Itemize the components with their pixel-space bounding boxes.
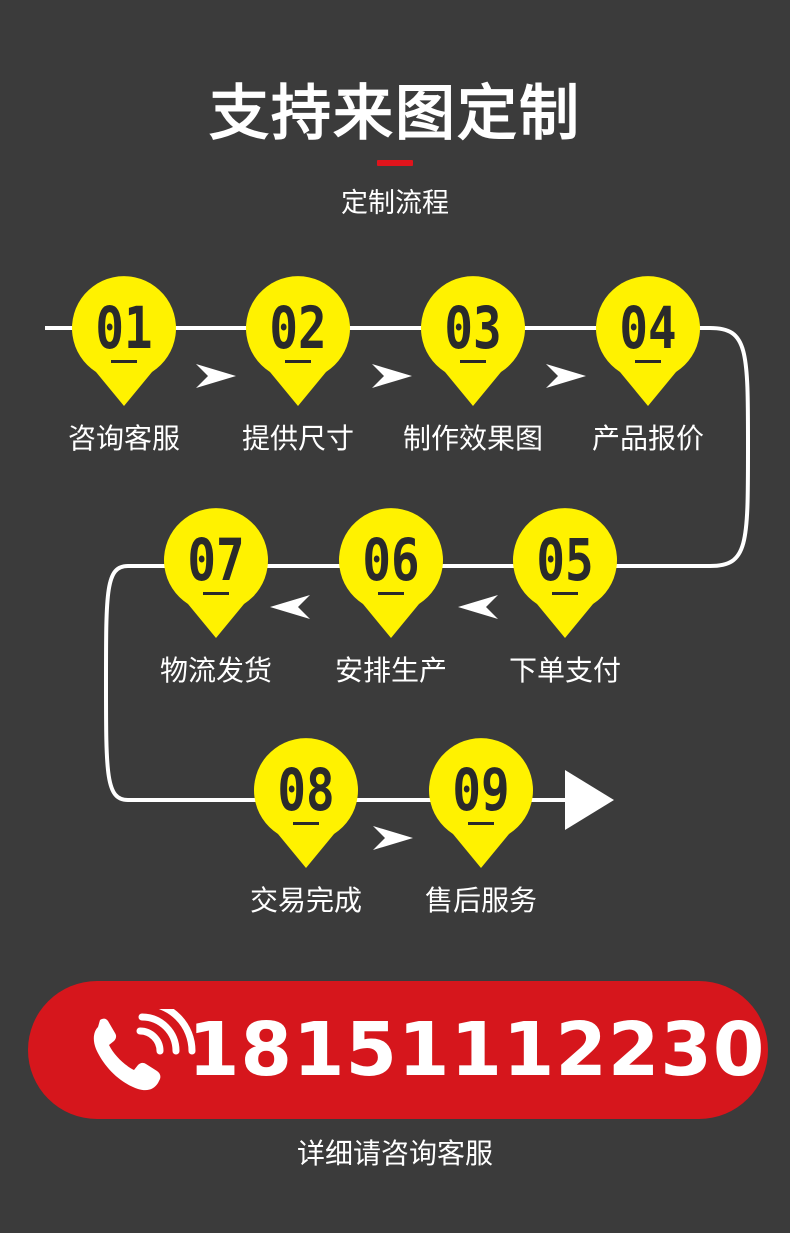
process-step-07: 07 物流发货: [160, 508, 272, 687]
process-step-02: 02 提供尺寸: [242, 276, 354, 455]
step-number: 02: [269, 294, 326, 362]
step-arrow-icon: [373, 826, 413, 850]
map-pin-icon: [245, 276, 350, 406]
process-step-03: 03 制作效果图: [403, 276, 543, 455]
step-label: 安排生产: [335, 654, 447, 687]
step-number: 09: [452, 756, 509, 824]
title-underline: [377, 160, 413, 166]
step-number: 04: [619, 294, 676, 362]
step-label: 物流发货: [160, 654, 272, 687]
step-arrow-icon: [270, 595, 310, 619]
map-pin-icon: [72, 276, 177, 406]
step-arrow-icon: [372, 364, 412, 388]
step-number: 05: [536, 526, 593, 594]
map-pin-icon: [339, 508, 443, 638]
phone-number[interactable]: 18151112230: [188, 1007, 766, 1093]
map-pin-icon: [596, 276, 701, 406]
process-step-04: 04 产品报价: [592, 276, 704, 455]
step-number-underline: [293, 822, 319, 825]
step-number-underline: [203, 592, 229, 595]
step-arrow-icon: [546, 364, 586, 388]
step-number-underline: [460, 360, 486, 363]
flow-track: [45, 326, 750, 802]
step-number: 01: [95, 294, 152, 362]
step-number: 06: [362, 526, 419, 594]
map-pin-icon: [254, 738, 359, 868]
step-arrow-icon: [458, 595, 498, 619]
map-pin-icon: [163, 508, 268, 638]
step-label: 下单支付: [509, 654, 621, 687]
map-pin-icon: [429, 738, 533, 868]
step-label: 咨询客服: [68, 422, 180, 455]
step-number: 03: [444, 294, 501, 362]
step-label: 制作效果图: [403, 422, 543, 455]
page-title: 支持来图定制: [209, 79, 581, 149]
process-flow: 01 咨询客服 02 提供尺寸 03 制作效果图 04 产品报价 05 下单支付 06 安排生产 07 物…: [45, 276, 750, 917]
contact-pill[interactable]: 18151112230: [28, 981, 768, 1119]
process-step-09: 09 售后服务: [425, 738, 537, 917]
step-label: 提供尺寸: [242, 422, 354, 455]
page-subtitle: 定制流程: [341, 188, 449, 219]
step-number-underline: [552, 592, 578, 595]
step-number: 08: [277, 756, 334, 824]
process-step-06: 06 安排生产: [335, 508, 447, 687]
step-label: 产品报价: [592, 422, 704, 455]
step-label: 售后服务: [425, 884, 537, 917]
step-number-underline: [635, 360, 661, 363]
map-pin-icon: [421, 276, 525, 406]
phone-icon: [93, 1009, 196, 1091]
step-number-underline: [111, 360, 137, 363]
process-step-08: 08 交易完成: [250, 738, 362, 917]
step-number-underline: [378, 592, 404, 595]
step-number: 07: [187, 526, 244, 594]
step-label: 交易完成: [250, 884, 362, 917]
step-arrow-icon: [196, 364, 236, 388]
step-number-underline: [468, 822, 494, 825]
process-step-01: 01 咨询客服: [68, 276, 180, 455]
flow-end-arrow-icon: [565, 770, 614, 830]
map-pin-icon: [513, 508, 618, 638]
process-step-05: 05 下单支付: [509, 508, 621, 687]
contact-note: 详细请咨询客服: [296, 1137, 493, 1170]
step-number-underline: [285, 360, 311, 363]
